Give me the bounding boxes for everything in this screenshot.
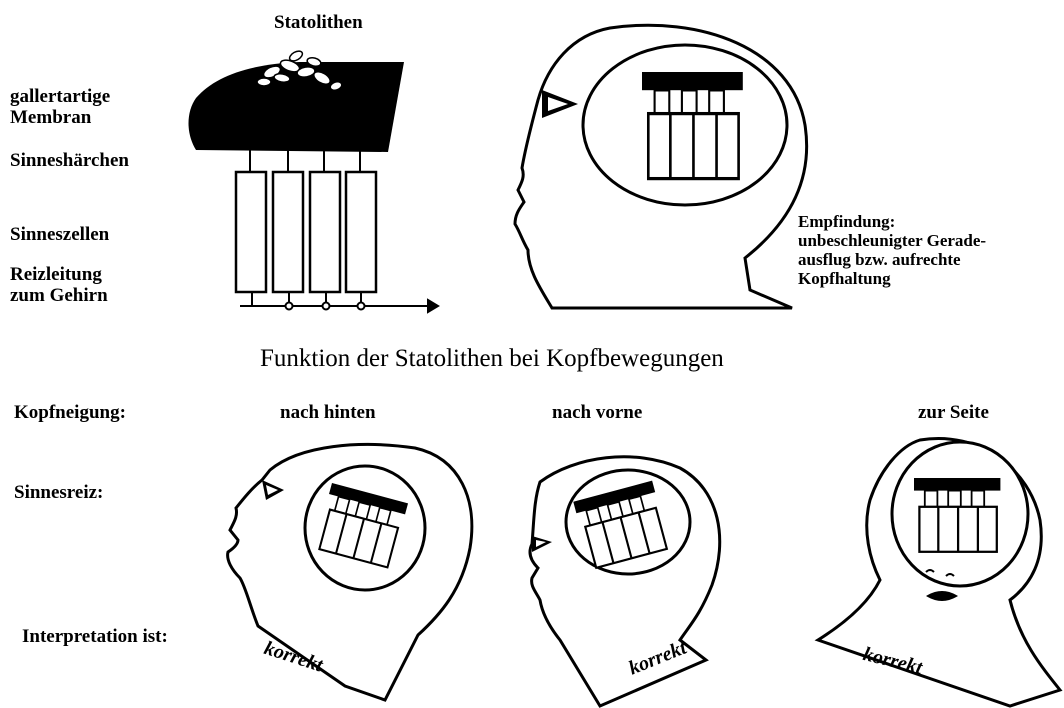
label-sensation: Empfindung: unbeschleunigter Gerade- aus…: [798, 212, 986, 288]
label-sensory-cells: Sinneszellen: [10, 224, 109, 245]
upright-head: [515, 25, 807, 308]
nerve-conduction: [240, 292, 438, 312]
gelatinous-membrane: [189, 62, 405, 152]
row-label-tilt: Kopfneigung:: [14, 402, 126, 423]
tilt-forward-label: nach vorne: [552, 402, 642, 423]
sensory-hairs: [250, 150, 360, 172]
label-conduction: Reizleitung zum Gehirn: [10, 264, 108, 306]
row-label-stimulus: Sinnesreiz:: [14, 482, 103, 503]
row-label-interpretation: Interpretation ist:: [22, 626, 168, 647]
sensory-cells: [236, 172, 376, 292]
tilt-back-label: nach hinten: [280, 402, 376, 423]
tilt-side-label: zur Seite: [918, 402, 989, 423]
label-membrane: gallertartige Membran: [10, 86, 110, 128]
head-tilted-forward: [530, 457, 720, 706]
head-tilted-side: [818, 438, 1060, 706]
figure-title: Funktion der Statolithen bei Kopfbewegun…: [260, 348, 724, 369]
label-statolithen: Statolithen: [274, 12, 363, 33]
statolith-organ: [189, 49, 439, 312]
label-sensory-hairs: Sinneshärchen: [10, 150, 129, 171]
head-tilted-back: [228, 444, 472, 700]
